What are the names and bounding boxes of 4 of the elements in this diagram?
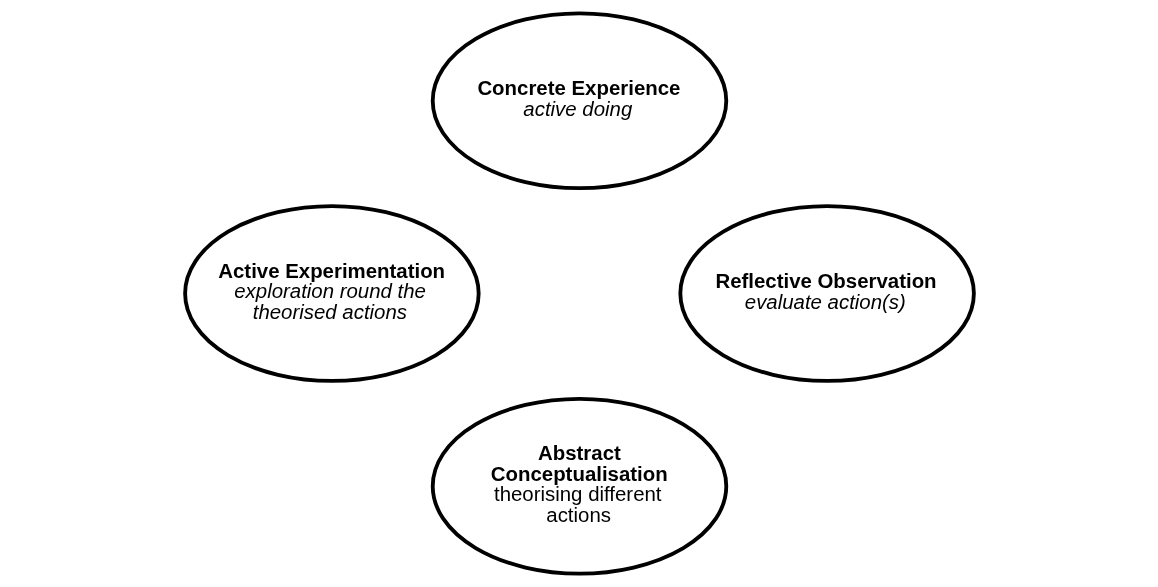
node-ellipse: Active Experimentation exploration round the theorised actions <box>182 204 481 383</box>
node-ellipse: Reflective Observation evaluate action(s) <box>677 204 976 383</box>
node-ellipse: Abstract Conceptualisation theorising different actions <box>430 396 728 576</box>
node-ellipse: Concrete Experience active doing <box>430 11 728 191</box>
